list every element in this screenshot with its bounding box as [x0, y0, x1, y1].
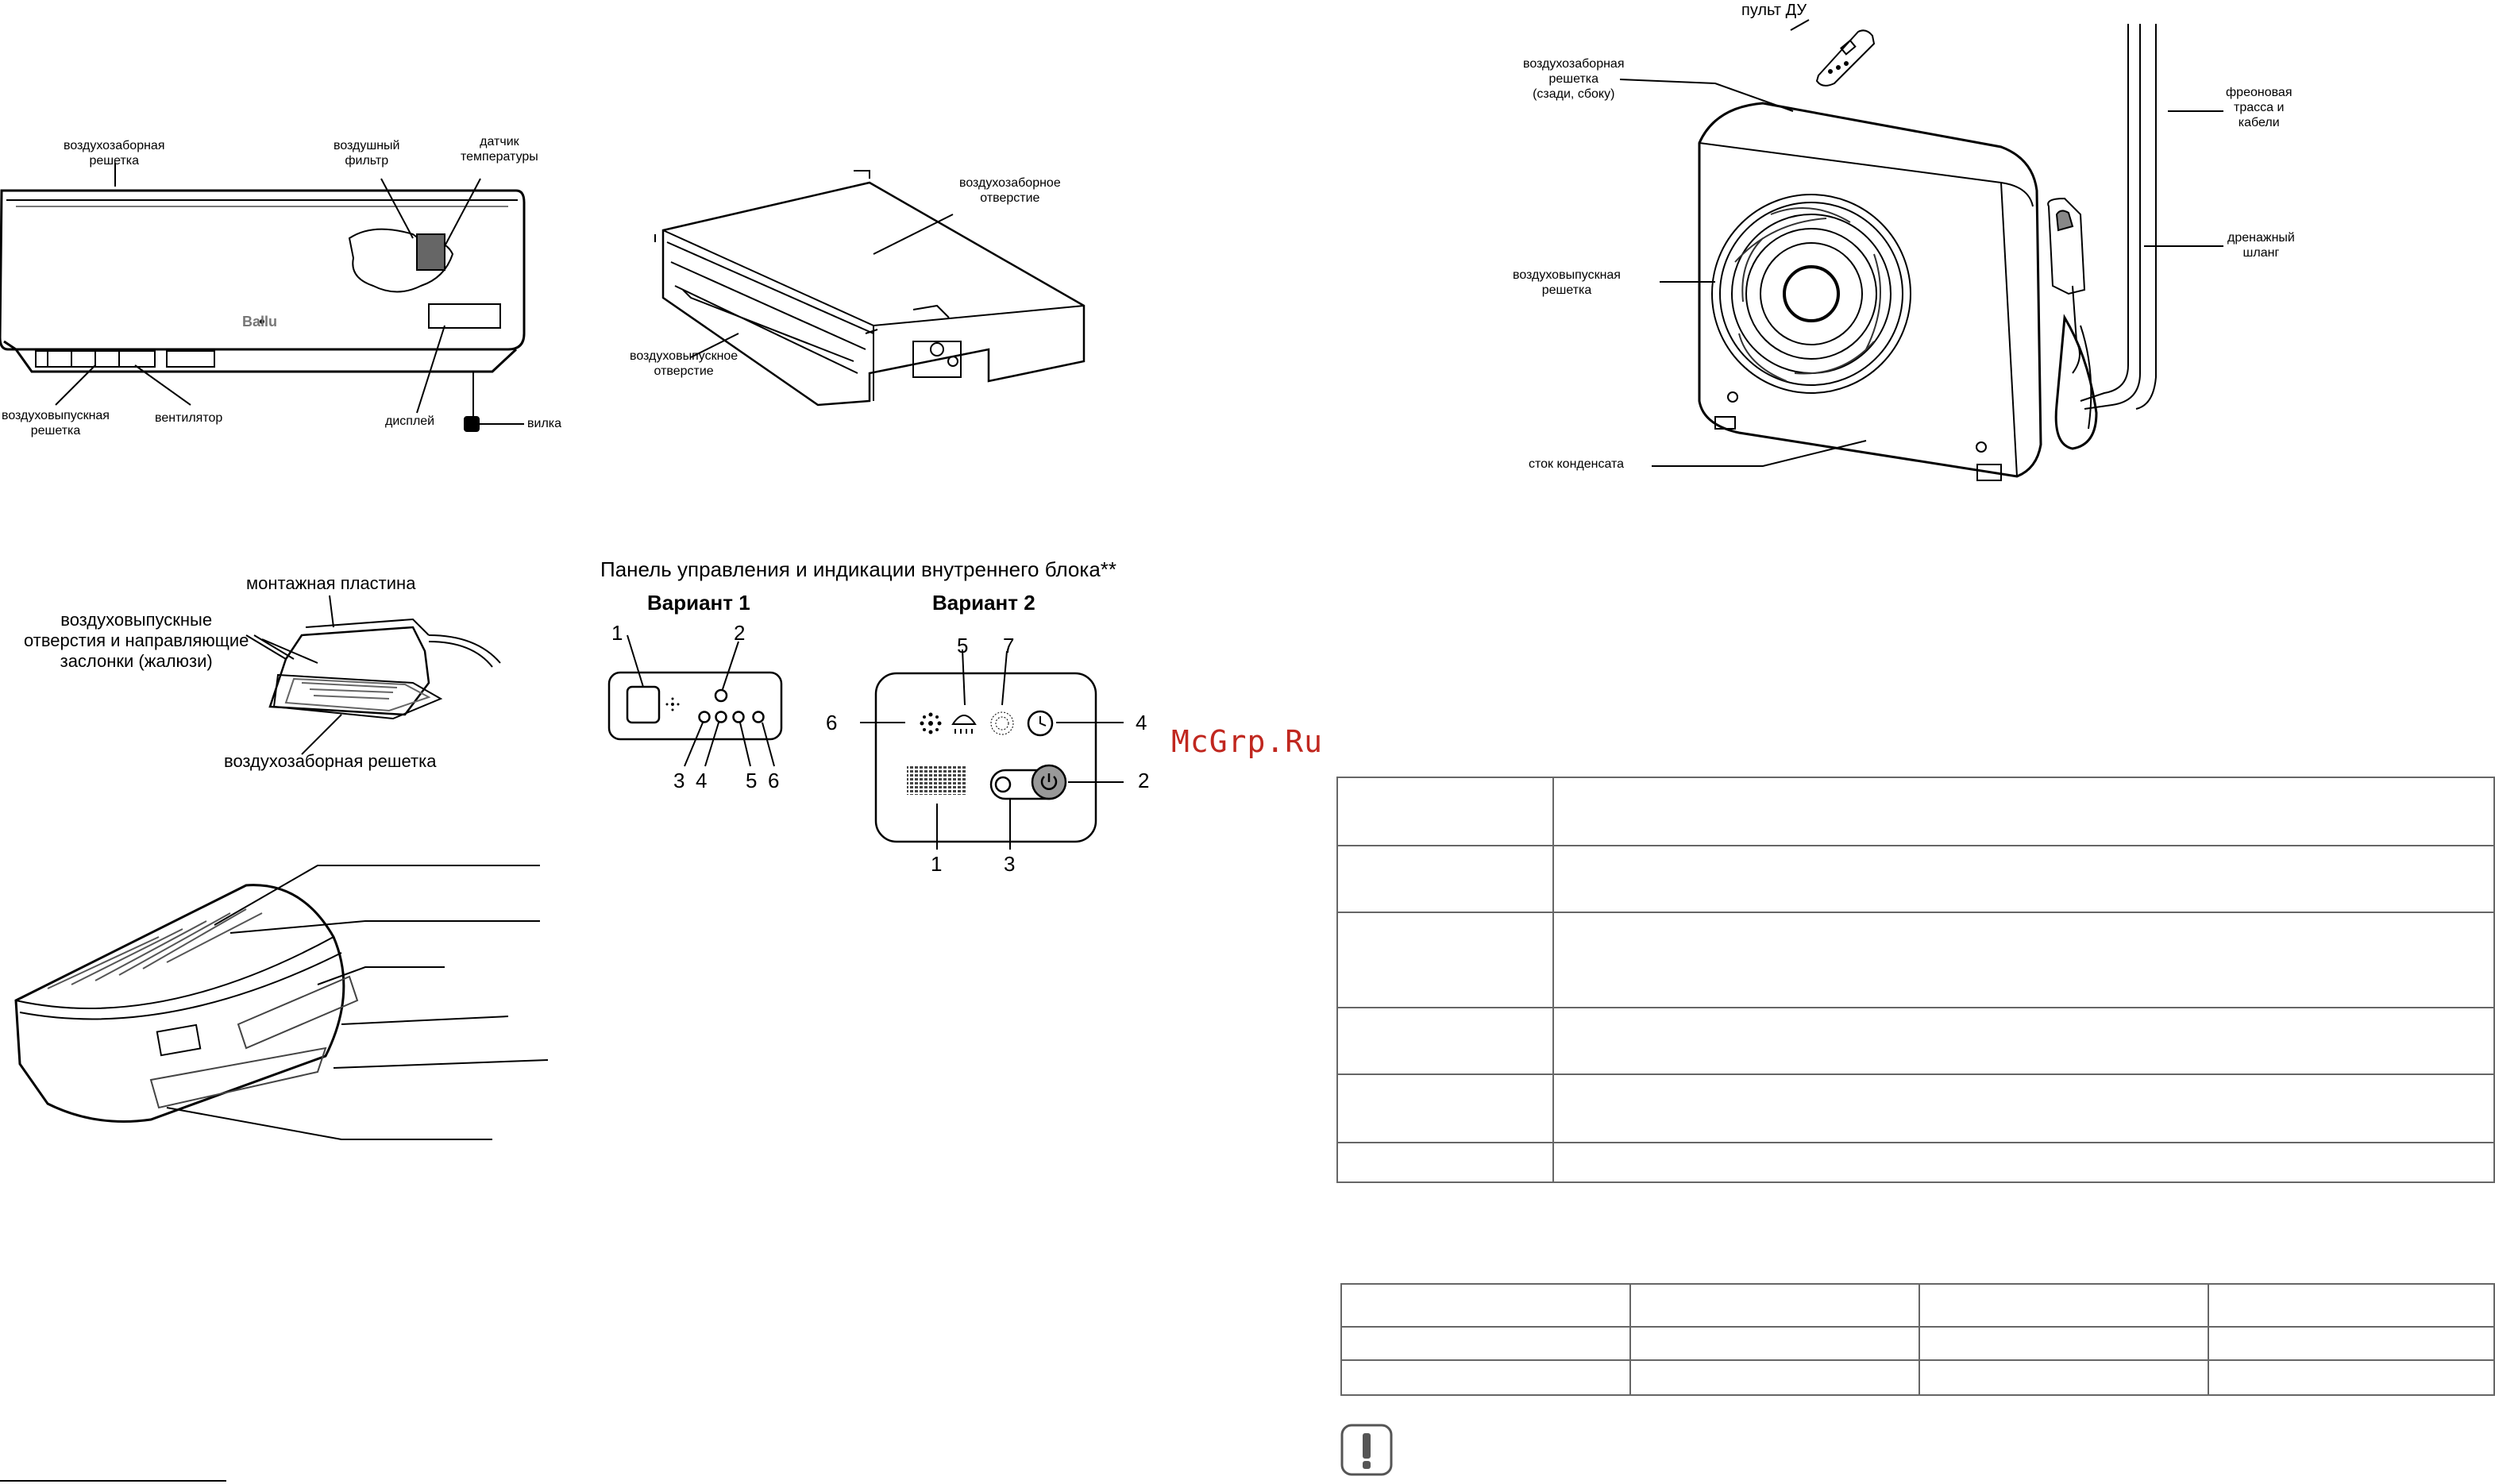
- v1-number-3: 3: [673, 769, 685, 792]
- v1-number-1: 1: [611, 621, 623, 645]
- table-row: [1336, 1073, 2495, 1143]
- duct-outlet-label: воздуховыпускное отверстие: [630, 349, 738, 378]
- v1-number-4: 4: [696, 769, 708, 792]
- variant1-title: Вариант 1: [647, 591, 750, 615]
- duct-unit-drawing: [654, 170, 1086, 407]
- cassette-unit-drawing: [245, 595, 501, 755]
- mounting-plate-label: монтажная пластина: [246, 573, 416, 593]
- fan-icon-v1: [665, 697, 680, 711]
- table-row: [1336, 912, 2495, 1008]
- v2-number-1: 1: [931, 852, 943, 876]
- table-row: [1340, 1326, 2495, 1361]
- table-row: [1336, 1142, 2495, 1183]
- table-row: [1336, 777, 2495, 846]
- remote-control-icon: [1815, 29, 1876, 87]
- power-icon: [1040, 773, 1058, 790]
- wall-outlet-grille-label: воздуховыпускная решетка: [2, 409, 110, 437]
- duct-intake-label: воздухозаборное отверстие: [959, 176, 1061, 205]
- cassette-intake-label: воздухозаборная решетка: [224, 751, 437, 771]
- watermark: McGrp.Ru: [1171, 724, 1324, 759]
- table-row: [1340, 1283, 2495, 1328]
- ioniser-icon: [990, 711, 1014, 735]
- v2-number-2: 2: [1138, 769, 1150, 792]
- v1-number-6: 6: [768, 769, 780, 792]
- v1-number-2: 2: [734, 621, 746, 645]
- variant2-title: Вариант 2: [932, 591, 1035, 615]
- condensate-drain-label: сток конденсата: [1529, 457, 1625, 471]
- brand-logo: Ballu: [242, 314, 278, 330]
- panel-variant-1: [607, 634, 783, 767]
- outdoor-unit-drawing: [1619, 19, 2223, 481]
- table-row: [1340, 1359, 2495, 1396]
- panel-variant-2: [860, 649, 1124, 850]
- outdoor-outlet-label: воздуховыпускная решетка: [1513, 268, 1621, 297]
- spec-table-1: [1336, 777, 2495, 1183]
- warning-icon: [1340, 1424, 1393, 1476]
- control-panel-title: Панель управления и индикации внутреннег…: [600, 557, 1117, 581]
- outlets-louvers-label: воздуховыпускные отверстия и направляющи…: [24, 610, 249, 671]
- display-grid: [907, 765, 966, 795]
- remote-label: пульт ДУ: [1741, 2, 1807, 19]
- table-row: [1336, 845, 2495, 913]
- wall-fan-label: вентилятор: [155, 411, 223, 425]
- v2-number-7: 7: [1003, 634, 1015, 657]
- fan-icon: [920, 712, 942, 734]
- wall-temp-sensor-label: датчик температуры: [461, 135, 538, 164]
- v2-number-3: 3: [1004, 852, 1016, 876]
- wall-plug-label: вилка: [527, 417, 562, 430]
- defrost-icon: [951, 715, 977, 734]
- v2-number-6: 6: [826, 711, 838, 734]
- v2-number-5: 5: [957, 634, 969, 657]
- v1-number-5: 5: [746, 769, 758, 792]
- floor-ceiling-unit-drawing: [14, 865, 549, 1140]
- wall-air-filter-label: воздушный фильтр: [334, 139, 400, 168]
- wall-unit-drawing: [0, 163, 526, 432]
- v2-number-4: 4: [1136, 711, 1147, 734]
- wall-intake-grille-label: воздухозаборная решетка: [64, 139, 165, 168]
- freon-line-label: фреоновая трасса и кабели: [2226, 86, 2293, 129]
- wall-display-label: дисплей: [385, 414, 435, 428]
- table-row: [1336, 1007, 2495, 1075]
- drain-hose-label: дренажный шланг: [2227, 231, 2295, 260]
- outdoor-intake-label: воздухозаборная решетка (сзади, сбоку): [1523, 57, 1625, 101]
- spec-table-2: [1340, 1283, 2495, 1396]
